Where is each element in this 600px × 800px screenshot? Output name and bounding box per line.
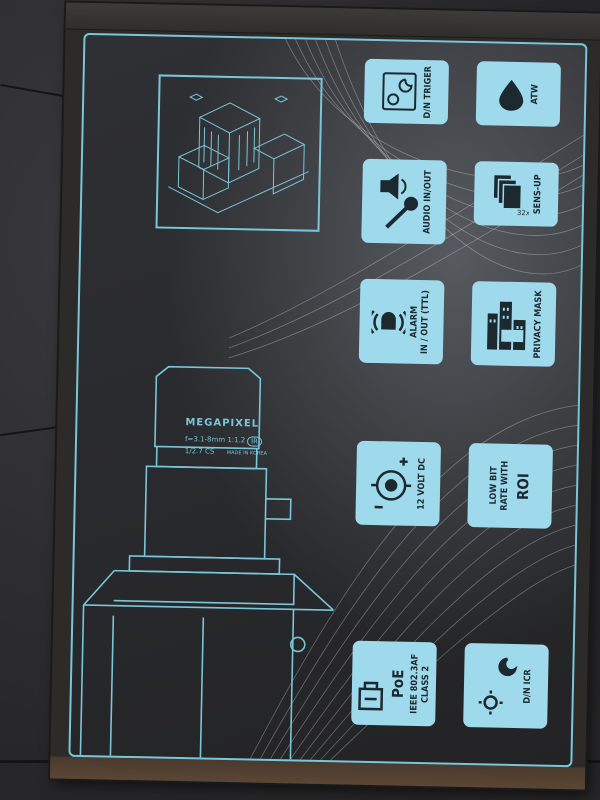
lens-focal: f=3.1-8mm 1:1.2 [184,435,246,445]
feature-alarm: ALARM IN / OUT (TTL) [358,278,445,365]
feature-alarm-label: ALARM IN / OUT (TTL) [409,289,432,355]
feature-poe-title: PoE [388,669,408,698]
feature-12-volt: 12 VOLT DC [355,440,442,527]
microphone-speaker-icon [379,173,418,229]
sun-moon-icon [381,72,417,111]
feature-poe: PoE IEEE 802.3AF CLASS 2 [351,640,437,727]
lens-format: 1/2.7 CS [184,447,215,456]
feature-dn-trigger-label: D/N TRIGER [422,65,434,119]
feature-atw: ATW [475,61,562,127]
feature-roi-big-label: ROI [513,472,533,500]
feature-atw-label: ATW [529,84,541,105]
day-night-icon [478,657,518,715]
feature-privacy-mask: PRIVACY MASK [470,281,557,367]
lens-made-in: MADE IN KOREA [226,449,267,457]
feature-roi-top-label: LOW BIT RATE WITH [488,460,511,511]
feature-audio: AUDIO IN/OUT [361,158,447,245]
feature-roi: LOW BIT RATE WITH ROI [467,443,554,529]
dc-power-icon [370,457,411,509]
ethernet-port-icon [358,681,384,711]
feature-12-volt-label: 12 VOLT DC [416,458,428,511]
isometric-buildings-graphic [168,93,309,214]
city-illustration [155,74,323,232]
feature-dn-icr: D/N ICR [463,642,549,729]
feature-sens-up-label: SENS-UP [532,174,544,215]
sens-up-badge: 32x [516,209,529,217]
feature-audio-label: AUDIO IN/OUT [421,170,434,235]
camera-lens-drawing [79,365,335,760]
feature-privacy-mask-label: PRIVACY MASK [532,290,544,359]
printed-panel: MEGAPIXEL f=3.1-8mm 1:1.2 1/2.7 CS IR MA… [68,32,588,768]
product-box: MEGAPIXEL f=3.1-8mm 1:1.2 1/2.7 CS IR MA… [49,2,600,790]
alarm-bell-icon [371,310,406,335]
feature-dn-trigger: D/N TRIGER [363,58,450,125]
frames-stack-icon: 32x [491,173,529,217]
lens-brand: MEGAPIXEL [185,417,260,430]
white-balance-drop-icon [498,79,523,111]
feature-dn-icr-label: D/N ICR [522,668,533,704]
feature-poe-sub: IEEE 802.3AF CLASS 2 [409,653,432,714]
feature-sens-up: 32x SENS-UP [473,161,559,227]
lens-ir-badge: IR [246,436,263,447]
city-mask-icon [486,301,526,351]
